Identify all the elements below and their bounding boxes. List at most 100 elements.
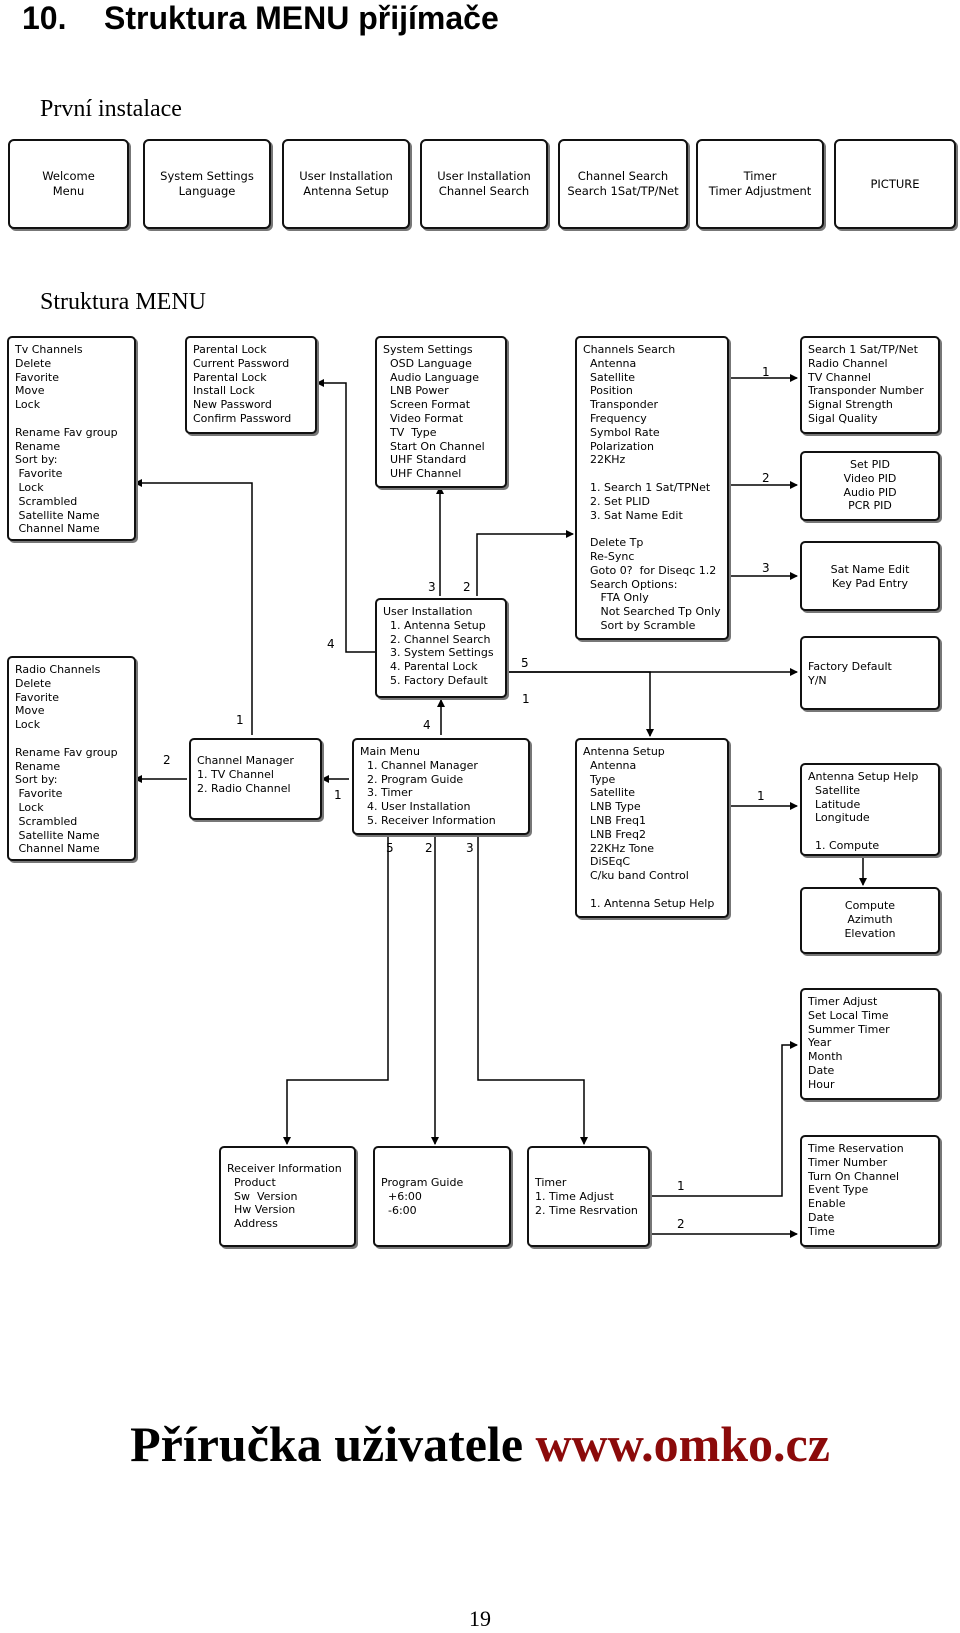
radio-channels-line: Lock [15,800,44,814]
page-heading: 10.Struktura MENU přijímače [22,0,499,37]
label-cm-1: 1 [236,713,244,727]
search-sat-line: Transponder Number [808,384,924,398]
channels-search-line: 1. Search 1 Sat/TPNet [583,480,711,494]
footer-text: Příručka uživatele [130,1416,536,1472]
tv-channels-line: Favorite [15,467,63,481]
channels-search-line: Transponder [583,398,659,412]
wizard-step-line: Welcome [42,169,95,183]
system-settings-line: Video Format [383,411,464,425]
box-channels-search: Channels Search Antenna Satellite Positi… [575,336,729,640]
parental-lock-line: Install Lock [193,384,255,398]
timer-line: Timer [535,1176,567,1189]
timer-adjust-line: Hour [808,1077,835,1091]
channel-manager-line: Channel Manager [197,754,294,767]
arrow-channels-search [476,530,574,596]
tv-channels-line: Tv Channels [15,343,83,356]
label-tm-1: 1 [677,1179,685,1193]
box-program-guide: Program Guide +6:00 -6:00 [373,1146,511,1247]
radio-channels-line: Delete [15,676,52,690]
tv-channels-line: Satellite Name [15,508,100,522]
antenna-setup-line: C/ku band Control [583,869,689,883]
tv-channels-line: Favorite [15,370,59,384]
section-menu-structure: Struktura MENU [40,289,206,315]
arrow-receiver-info [283,835,389,1145]
sat-name-line: Key Pad Entry [831,576,909,590]
wizard-step-line: User Installation [437,169,531,183]
set-pid-line: PCR PID [848,499,892,513]
channel-manager-line: 2. Radio Channel [197,781,291,795]
antenna-setup-line: 22KHz Tone [583,841,655,855]
radio-channels-line: Radio Channels [15,663,101,676]
radio-channels-line: Channel Name [15,842,100,856]
main-menu-line: 4. User Installation [360,800,471,814]
channels-search-line: Antenna [583,356,637,370]
user-installation-line: 2. Channel Search [383,632,491,646]
system-settings-line: OSD Language [383,356,472,370]
label-cs-1: 1 [762,365,770,379]
wizard-step-line: Antenna Setup [303,184,389,198]
sat-name-line: Sat Name Edit [830,563,910,576]
wizard-step-line: Language [178,184,236,198]
time-reservation-line: Timer Number [808,1155,888,1169]
tv-channels-line: Rename [15,439,61,453]
antenna-help-line: Longitude [808,811,870,825]
label-ui-3: 3 [428,580,436,594]
channels-search-line [583,522,721,536]
system-settings-line: Audio Language [383,370,480,384]
system-settings-line: System Settings [383,343,473,356]
label-tm-2: 2 [677,1217,685,1231]
label-cm-2: 2 [163,753,171,767]
antenna-setup-line: Satellite [583,786,636,800]
timer-line: 2. Time Resrvation [535,1203,638,1217]
radio-channels-line: Satellite Name [15,828,100,842]
channels-search-line: Position [583,384,633,398]
label-mm-2: 2 [425,841,433,855]
channels-search-line: Sort by Scramble [583,618,696,632]
main-menu-line: 3. Timer [360,786,413,800]
antenna-help-line: Latitude [808,797,861,811]
parental-lock-line: Parental Lock [193,343,267,356]
tv-channels-line [15,412,128,426]
channels-search-line: Not Searched Tp Only [583,605,721,619]
parental-lock-line: New Password [193,398,272,412]
receiver-info-line: Sw Version [227,1189,298,1203]
channel-manager-line: 1. TV Channel [197,767,274,781]
program-guide-line: -6:00 [381,1203,417,1217]
user-installation-line: 3. System Settings [383,646,494,660]
search-sat-line: Sigal Quality [808,411,878,425]
antenna-setup-line: LNB Type [583,800,641,814]
antenna-help-line: Satellite [808,783,861,797]
label-ui-1: 1 [522,692,530,706]
channels-search-line: FTA Only [583,591,649,605]
wizard-step-picture: PICTURE [834,139,956,229]
timer-adjust-line: Month [808,1050,843,1064]
antenna-setup-line: Antenna Setup [583,745,665,758]
timer-adjust-line: Timer Adjust [808,995,878,1008]
label-ui-5: 5 [521,656,529,670]
channels-search-line: 2. Set PLID [583,494,651,508]
radio-channels-line: Move [15,704,45,718]
timer-adjust-line: Set Local Time [808,1008,889,1022]
wizard-step-line: Search 1Sat/TP/Net [567,184,679,198]
channels-search-line: Channels Search [583,343,676,356]
channels-search-line: Frequency [583,411,647,425]
compute-line: Azimuth [847,912,893,926]
search-sat-line: Signal Strength [808,398,893,412]
radio-channels-line: Sort by: [15,773,58,787]
system-settings-line: Start On Channel [383,439,485,453]
time-reservation-line: Time [808,1224,835,1238]
user-installation-line: 4. Parental Lock [383,660,478,674]
tv-channels-line: Lock [15,398,41,412]
parental-lock-line: Parental Lock [193,370,267,384]
radio-channels-line: Favorite [15,690,59,704]
wizard-step-line: Channel Search [438,184,530,198]
